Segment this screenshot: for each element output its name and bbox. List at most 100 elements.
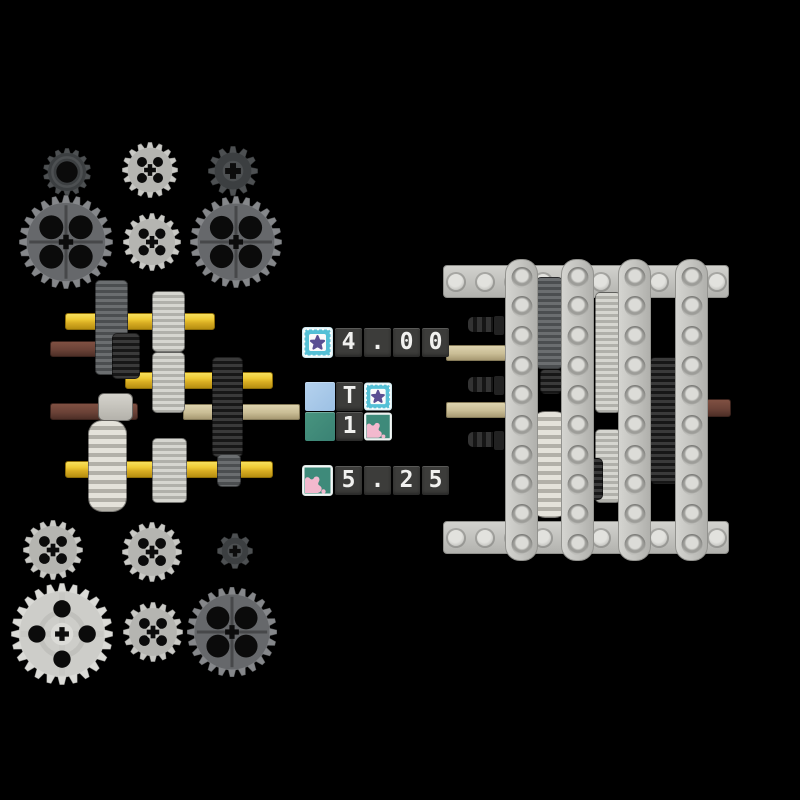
beam-hole [681, 266, 702, 288]
digit-tile: 0 [393, 328, 420, 357]
beam-hole [567, 296, 588, 318]
beam-hole [624, 325, 645, 347]
gear-side-24t-round-light [88, 420, 127, 512]
gear-side-8t-dark [217, 454, 241, 487]
gear-16t-light [122, 601, 184, 663]
beam-hole [567, 355, 588, 377]
beam-hole [624, 385, 645, 407]
beam-hole [511, 325, 532, 347]
star-stamp-icon [364, 382, 392, 411]
beam-hole [624, 533, 645, 555]
target-ratio-label: 4 . 0 0 [302, 327, 449, 358]
beam-hole [624, 444, 645, 466]
gear-side-16t-light [152, 352, 185, 413]
beam-hole [681, 415, 702, 436]
stud [591, 528, 611, 548]
dot-tile: . [364, 466, 391, 495]
digit-tile: 4 [335, 328, 362, 357]
beam-hole [681, 325, 702, 347]
stud [475, 528, 495, 548]
gear-16t-light [121, 521, 183, 583]
beam-hole [567, 444, 588, 466]
number-tile: 1 [336, 412, 363, 441]
gear-8t-dark [216, 532, 254, 570]
gear-16t-light [22, 519, 84, 581]
beam-hole [681, 533, 702, 555]
beam-hole [681, 444, 702, 466]
current-ratio-label: 5 . 2 5 [302, 465, 449, 496]
digit-tile: 5 [422, 466, 449, 495]
technic-beam [618, 259, 651, 561]
stud [475, 272, 495, 292]
beam-hole [624, 415, 645, 436]
technic-beam [675, 259, 708, 561]
gear-side-24t-dark [536, 277, 563, 369]
beam-hole [511, 474, 532, 496]
beam-hole [511, 385, 532, 407]
beam-hole [681, 296, 702, 318]
gear-14t-dark-round-hub [42, 147, 92, 197]
pin-collar [493, 375, 505, 396]
stud [446, 528, 466, 548]
beam-hole [624, 355, 645, 377]
beam-hole [681, 474, 702, 496]
technic-beam [505, 259, 538, 561]
beam-hole [681, 355, 702, 377]
beam-hole [567, 504, 588, 526]
gear-24t-white-spoked [10, 582, 114, 686]
gear-12t-dark [207, 145, 259, 197]
gear-24t-gray [186, 586, 278, 678]
beam-hole [511, 504, 532, 526]
technic-beam [561, 259, 594, 561]
gear-24t-gray [189, 195, 283, 289]
pin-black [467, 430, 505, 451]
beam-hole [511, 266, 532, 288]
gear-side-24t-black [212, 357, 243, 457]
pin-collar [493, 315, 505, 336]
beam-hole [511, 444, 532, 466]
teal-tile [305, 412, 335, 441]
beam-hole [511, 355, 532, 377]
gear-16t-light [121, 141, 179, 199]
pin-collar [493, 430, 505, 451]
stud [649, 528, 669, 548]
beam-hole [624, 266, 645, 288]
beam-hole [567, 385, 588, 407]
beam-hole [567, 415, 588, 436]
beam-hole [681, 385, 702, 407]
beam-hole [511, 415, 532, 436]
beam-hole [624, 504, 645, 526]
splat-stamp-icon [302, 465, 333, 496]
beam-hole [567, 325, 588, 347]
gear-side-black [112, 333, 140, 379]
pin-black [467, 315, 505, 336]
digit-tile: 0 [422, 328, 449, 357]
gear-16t-light [122, 212, 182, 272]
stud [649, 272, 669, 292]
gear-24t-gray [18, 194, 114, 290]
blue-tile [305, 382, 335, 411]
splat-stamp-icon [364, 412, 392, 441]
stud [446, 272, 466, 292]
pin-black [467, 375, 505, 396]
beam-hole [567, 533, 588, 555]
beam-hole [511, 296, 532, 318]
star-stamp-icon [302, 327, 333, 358]
beam-hole [624, 296, 645, 318]
stud [707, 272, 727, 292]
stud [533, 528, 553, 548]
beam-hole [567, 266, 588, 288]
stud [591, 272, 611, 292]
gear-side-16t-light [152, 438, 187, 503]
gear-side-16t-light [152, 291, 185, 352]
digit-tile: 5 [335, 466, 362, 495]
beam-hole [681, 504, 702, 526]
beam-hole [624, 474, 645, 496]
stud [707, 528, 727, 548]
beam-hole [567, 474, 588, 496]
dot-tile: . [364, 328, 391, 357]
beam-hole [511, 533, 532, 555]
